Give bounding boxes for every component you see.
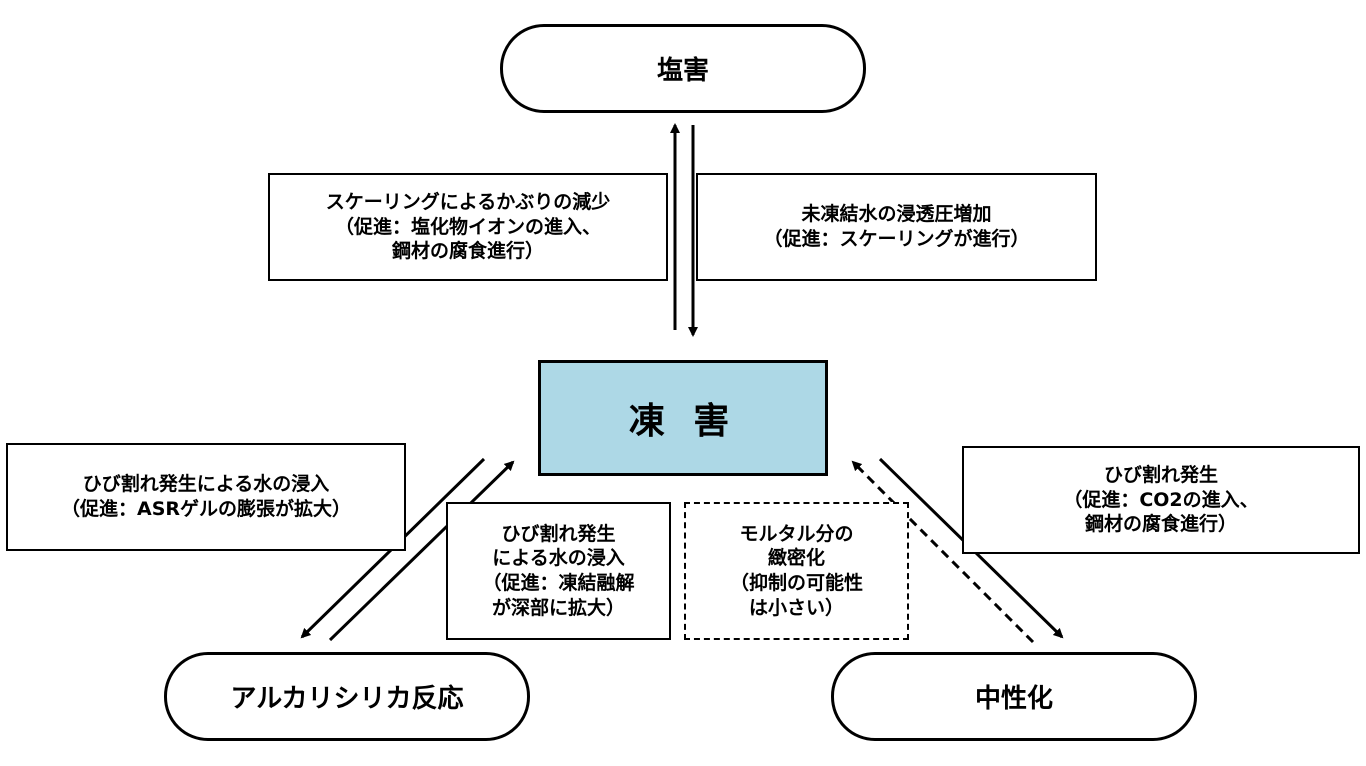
label-right-line: ひび割れ発生 (1103, 463, 1218, 486)
label-left-inner-line: （促進：凍結融解 (482, 572, 635, 594)
label-right-line: （促進：CO2の進入、 (1063, 488, 1259, 511)
arrow-carbonation-to-frost-dashed (851, 460, 1035, 644)
label-middle-dashed-line: は小さい） (748, 596, 844, 619)
label-right: ひび割れ発生 （促進：CO2の進入、 鋼材の腐食進行） (962, 446, 1360, 554)
label-middle-dashed: モルタル分の 緻密化 （抑制の可能性 は小さい） (684, 502, 909, 640)
node-salt-damage: 塩害 (500, 24, 866, 113)
label-top-right-line: （促進：スケーリングが進行） (763, 228, 1030, 250)
label-right-line: 鋼材の腐食進行） (1084, 513, 1237, 536)
label-top-left-line: 鋼材の腐食進行） (391, 240, 544, 263)
label-top-right: 未凍結水の浸透圧増加 （促進：スケーリングが進行） (696, 173, 1097, 281)
label-top-left-line: スケーリングによるかぶりの減少 (325, 190, 611, 213)
label-left-outer-line: ひび割れ発生による水の浸入 (82, 473, 330, 496)
node-alkali-silica-reaction: アルカリシリカ反応 (164, 652, 530, 741)
label-left-inner-line: ひび割れ発生 (501, 522, 616, 545)
label-left-outer: ひび割れ発生による水の浸入 （促進：ASRゲルの膨張が拡大） (6, 443, 406, 551)
node-carbonation: 中性化 (831, 652, 1197, 741)
label-left-inner-line: が深部に拡大） (491, 596, 625, 619)
label-left-outer-line: （促進：ASRゲルの膨張が拡大） (60, 498, 352, 520)
label-left-inner: ひび割れ発生 による水の浸入 （促進：凍結融解 が深部に拡大） (446, 502, 671, 640)
node-frost-damage: 凍 害 (538, 360, 828, 476)
label-middle-dashed-line: （抑制の可能性 (729, 572, 863, 594)
label-top-right-line: 未凍結水の浸透圧増加 (801, 203, 992, 226)
label-left-inner-line: による水の浸入 (492, 547, 625, 570)
label-middle-dashed-line: 緻密化 (767, 547, 825, 570)
arrow-asr-to-frost (328, 460, 515, 642)
label-top-left: スケーリングによるかぶりの減少 （促進：塩化物イオンの進入、 鋼材の腐食進行） (268, 173, 668, 281)
label-top-left-line: （促進：塩化物イオンの進入、 (334, 215, 601, 238)
label-middle-dashed-line: モルタル分の (739, 522, 854, 545)
